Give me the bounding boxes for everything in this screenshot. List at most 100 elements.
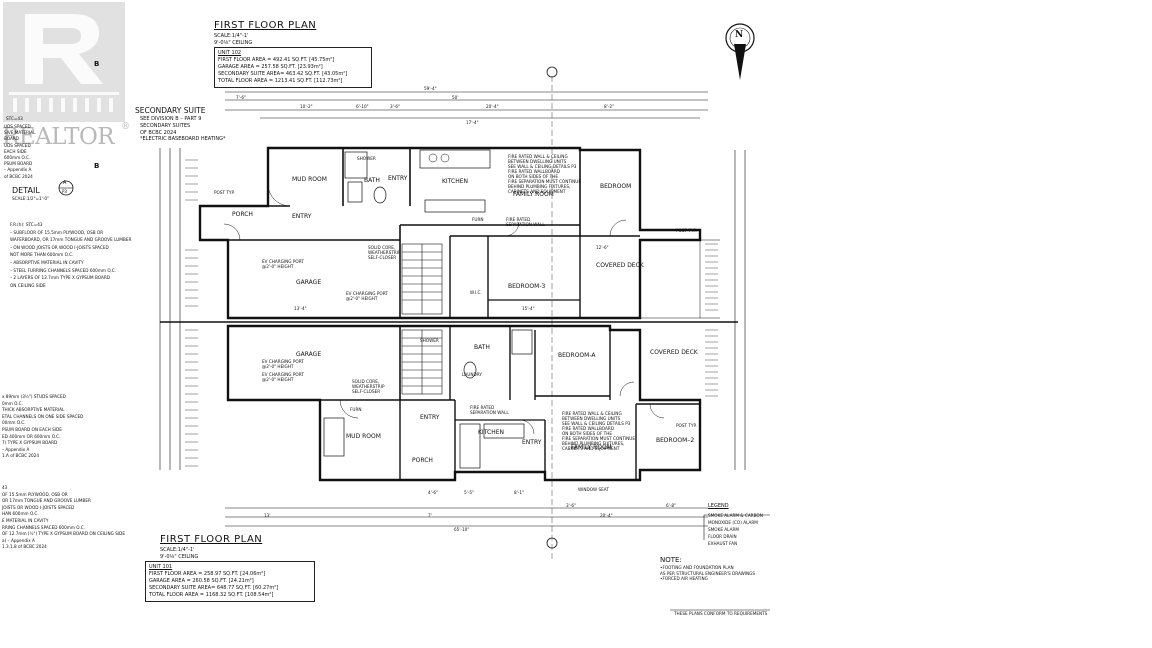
bottom-plan-scale: SCALE:1/4"-1' xyxy=(160,547,195,553)
note-line: •FOOTING AND FOUNDATION PLAN xyxy=(660,565,734,570)
note-line: SECONDARY SUITES xyxy=(140,122,191,129)
room-bedroom-top: BEDROOM xyxy=(600,183,632,190)
area-row: FIRST FLOOR AREA = 258.97 SQ.FT. [24.06m… xyxy=(149,571,266,577)
room-mud-room-top: MUD ROOM xyxy=(292,176,327,183)
top-plan-title: FIRST FLOOR PLAN xyxy=(214,20,317,31)
secondary-suite-title: SECONDARY SUITE xyxy=(135,106,206,115)
note-line: OF 12.7mm (½") TYPE X GYPSUM BOARD ON CE… xyxy=(2,531,125,537)
detail-scale: SCALE:1/2"=1'-0" xyxy=(12,196,49,201)
dim-top: 7'-6" xyxy=(236,95,246,100)
ev-note-top-1: EV CHARGING PORT@2'-0" HEIGHT xyxy=(262,259,304,269)
note-line: 600mm O.C. xyxy=(4,155,31,161)
ev-note-bottom-2: EV CHARGING PORT@2'-0" HEIGHT xyxy=(262,359,304,369)
room-furn-bottom: FURN xyxy=(350,407,362,412)
note-line: *ELECTRIC BASEBOARD HEATING* xyxy=(140,136,226,143)
dim-top: 6'-10" xyxy=(356,104,369,109)
room-covered-deck-top: COVERED DECK xyxy=(596,262,644,269)
legend-title: LEGEND xyxy=(708,503,729,509)
legend-item: EXHAUST FAN xyxy=(708,541,738,546)
note-line: 43 xyxy=(2,485,8,490)
room-garage-top: GARAGE xyxy=(296,279,322,286)
room-entry-top: ENTRY xyxy=(388,175,408,182)
registered-mark-icon: ® xyxy=(121,122,130,132)
dim-top: 20'-4" xyxy=(486,104,499,109)
room-porch-bottom: PORCH xyxy=(412,457,433,464)
room-kitchen-bottom: KITCHEN xyxy=(478,429,504,436)
legend-item: SMOKE ALARM xyxy=(708,527,739,532)
left-notes-top: F.R.(h): STC=43 – SUBFLOOR OF 15.5mm PLY… xyxy=(10,221,131,289)
legend-item: FLOOR DRAIN xyxy=(708,534,737,539)
area-row: SECONDARY SUITE AREA= 648.77 SQ.FT. [60.… xyxy=(149,585,279,591)
dim-top-50: 50' xyxy=(452,95,459,100)
dim-bottom: 13' xyxy=(264,513,271,518)
room-shower-bottom: SHOWER xyxy=(420,338,439,343)
top-plan-scale: SCALE:1/4"-1' xyxy=(214,33,249,39)
unit-label: UNIT 102 xyxy=(218,50,242,56)
note-line: a) – Appendix A xyxy=(2,537,35,543)
area-row: GARAGE AREA = 260.58 SQ.FT. [24.21m²] xyxy=(149,578,254,584)
note-line: PSUM BOARD ON EACH SIDE xyxy=(2,426,62,432)
dim-bottom: 4'-6" xyxy=(428,490,438,495)
dim-bottom: 5'-5" xyxy=(464,490,474,495)
note-title: NOTE: xyxy=(660,556,682,564)
dim-bottom-overall: 65'-10" xyxy=(454,527,470,532)
note-line: SEE DIVISION B – PART 9 xyxy=(140,116,202,122)
note-line: of BCBC 2024 xyxy=(4,173,33,179)
realtor-logo-icon xyxy=(3,2,125,122)
note-line: RRING CHANNELS SPACED 600mm O.C. xyxy=(2,524,85,530)
note-line: WAFERBOARD, OR 17mm TONGUE AND GROOVE LU… xyxy=(10,237,132,243)
room-wic: W.I.C. xyxy=(470,290,482,295)
note-line: x 89mm (3½") STUDS SPACED xyxy=(2,394,66,399)
room-family-bottom: FAMILY ROOM xyxy=(571,444,612,451)
note-line: – ABSORPTIVE MATERIAL IN CAVITY xyxy=(10,259,84,265)
note-list: •FOOTING AND FOUNDATION PLAN AS PER STRU… xyxy=(660,565,755,582)
note-line: ETAL CHANNELS ON ONE SIDE SPACED xyxy=(2,413,84,419)
note-line: UDS SPACED xyxy=(4,124,31,129)
room-garage-bottom: GARAGE xyxy=(296,351,322,358)
area-row: SECONDARY SUITE AREA= 463.42 SQ.FT. [43.… xyxy=(218,71,348,77)
left-stc: STC=43 xyxy=(6,116,23,121)
note-line: – STEEL FURRING CHANNELS SPACED 600mm O.… xyxy=(10,267,117,273)
detail-bubble-icon xyxy=(58,180,74,196)
note-line: 7) TYPE X GYPSUM BOARD xyxy=(2,440,58,446)
room-porch-top: PORCH xyxy=(232,211,253,218)
drawing-sheet: REALTOR ® B B STC=43 UDS SPACED SIVE MAT… xyxy=(2,2,770,616)
post-typ-porch: POST TYP. xyxy=(214,190,235,195)
note-line: 0mm O.C. xyxy=(2,400,23,406)
unit-label: UNIT 101 xyxy=(149,564,173,570)
note-line: F.R.(h): STC=43 xyxy=(10,222,43,227)
bottom-plan-title: FIRST FLOOR PLAN xyxy=(160,534,263,545)
room-bedroom3: BEDROOM-3 xyxy=(508,283,546,290)
dim-top: 10'-2" xyxy=(300,104,313,109)
dim-bottom: 20'-4" xyxy=(600,513,613,518)
dim-bottom: 8'-1" xyxy=(514,490,524,495)
top-plan-ceiling: 9'-0⅛" CEILING xyxy=(214,40,253,46)
dim-top: 12'-6" xyxy=(596,245,609,250)
detail-sheet: P3 xyxy=(62,189,67,194)
area-row: TOTAL FLOOR AREA = 1213.41 SQ.FT. [112.7… xyxy=(218,78,343,84)
room-furn-top: FURN xyxy=(472,217,484,222)
room-bath-bottom: BATH xyxy=(474,344,490,351)
area-row: GARAGE AREA = 257.58 SQ.FT. [23.93m²] xyxy=(218,64,323,70)
dim-top: 3'-6" xyxy=(390,104,400,109)
note-line: EACH SIDE xyxy=(4,148,27,154)
note-line: HAN 600mm O.C. xyxy=(2,511,39,517)
note-line: E MATERIAL IN CAVITY xyxy=(2,517,49,523)
note-line: – Appendix A xyxy=(2,446,30,452)
room-entry2-top: ENTRY xyxy=(292,213,312,220)
area-row: FIRST FLOOR AREA = 492.41 SQ.FT. [45.75m… xyxy=(218,57,335,63)
dim-top: 15'-4" xyxy=(522,306,535,311)
bottom-plan-ceiling: 9'-0⅛" CEILING xyxy=(160,554,199,560)
room-mud-room-bottom: MUD ROOM xyxy=(346,433,381,440)
section-marker-top: B xyxy=(94,60,100,68)
dim-bottom: 7' xyxy=(428,513,432,518)
ev-note-bottom-1: EV CHARGING PORT@2'-0" HEIGHT xyxy=(262,372,304,382)
note-line: NOT MORE THAN 600mm O.C. xyxy=(10,252,74,258)
floor-plan-drawing xyxy=(159,66,770,611)
room-kitchen-top: KITCHEN xyxy=(442,178,468,185)
note-line: – SUBFLOOR OF 15.5mm PLYWOOD, OSB OR xyxy=(10,229,104,235)
